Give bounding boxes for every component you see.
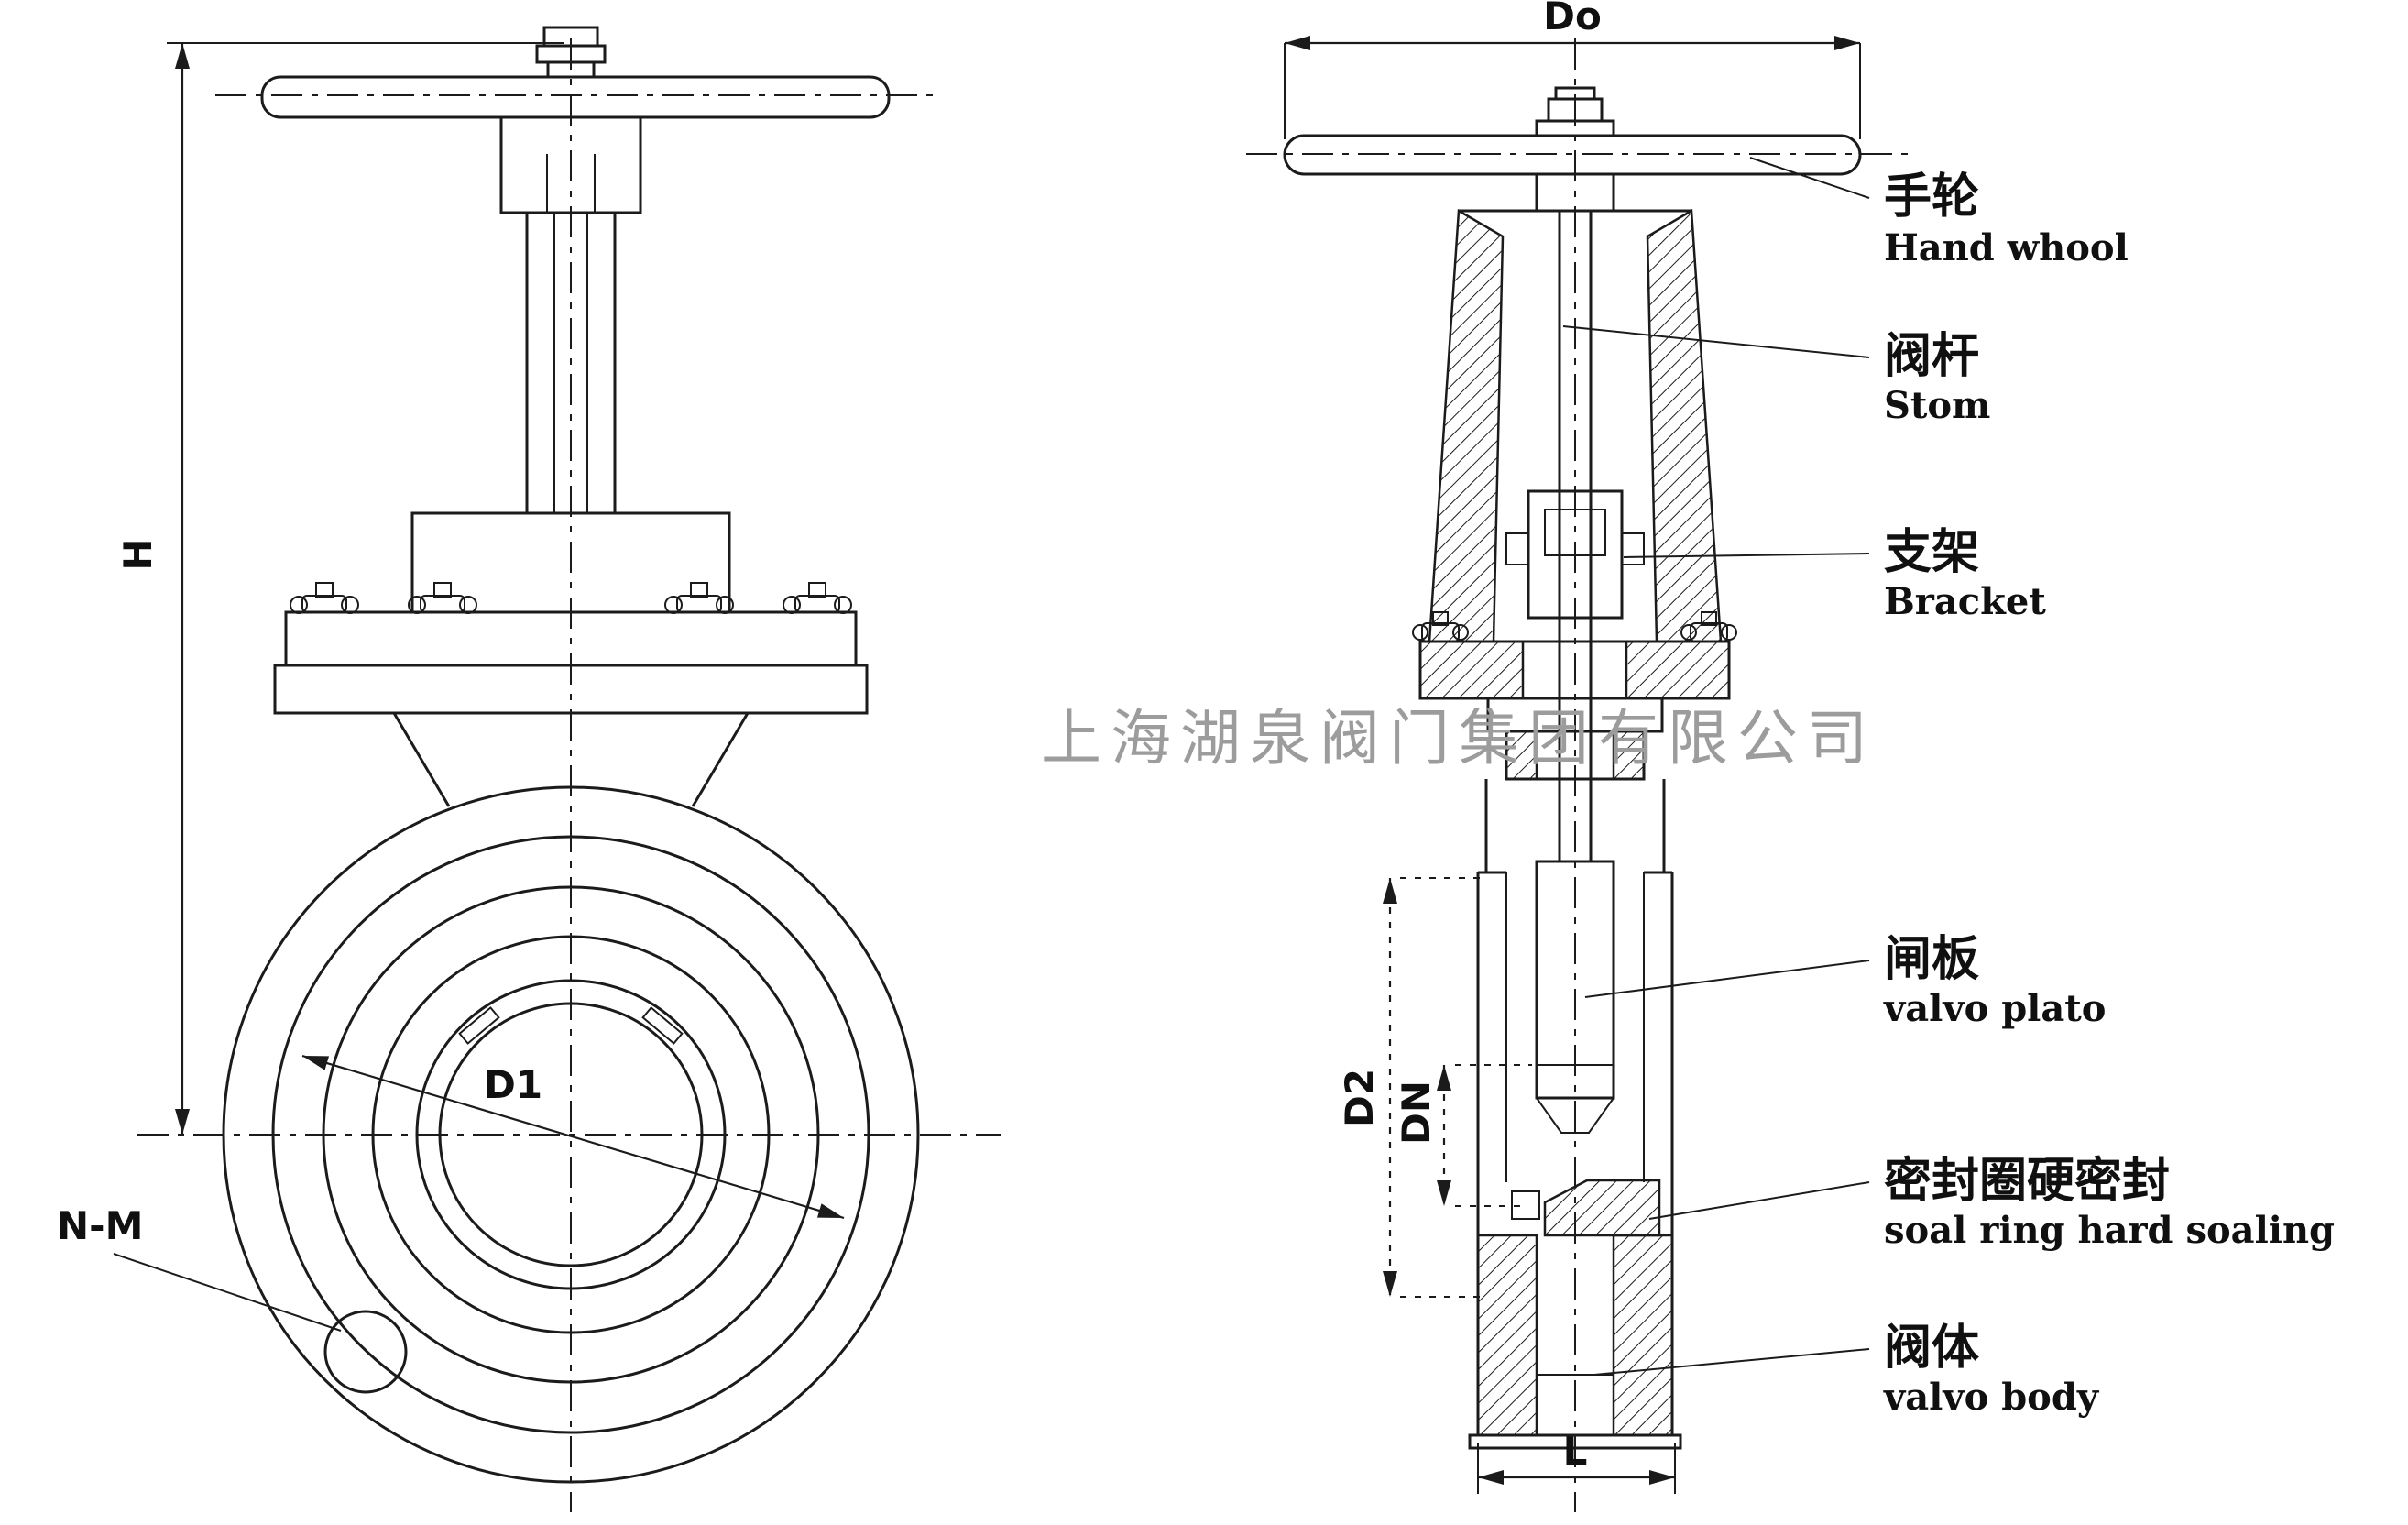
seal-ring — [1511, 1179, 1661, 1237]
leader-stem — [1562, 325, 1870, 358]
side-view: Do — [1246, 0, 1908, 1512]
callout-handwheel-zh: 手轮 — [1884, 170, 1979, 225]
callout-body-en: valvo body — [1883, 1376, 2100, 1419]
stem-nut-top — [535, 26, 607, 79]
dimension-Do: Do — [1284, 0, 1861, 139]
gate-plate — [1535, 860, 1615, 1134]
callout-stem-en: Stom — [1884, 384, 1990, 427]
callout-stem: 阀杆 Stom — [1884, 329, 1990, 427]
dim-label-D2: D2 — [1337, 1069, 1382, 1127]
wing-nut-bolt — [664, 582, 734, 614]
base-wing-nut — [1412, 611, 1469, 642]
callout-bracket-en: Bracket — [1884, 580, 2046, 623]
leader-body — [1593, 1348, 1870, 1376]
gate-guide-notch — [641, 1006, 684, 1045]
wing-nut-bolt — [408, 582, 477, 614]
callout-seal: 密封圈硬密封 soal ring hard soaling — [1884, 1154, 2335, 1252]
leader-gate — [1584, 960, 1870, 998]
watermark: 上海湖泉阀门集团有限公司 — [1041, 703, 1877, 773]
dimension-D2: D2 — [1337, 877, 1483, 1298]
bracket-base-plate — [1418, 640, 1731, 700]
callout-bracket-zh: 支架 — [1884, 525, 1979, 580]
callout-seal-zh: 密封圈硬密封 — [1884, 1154, 2170, 1209]
leader-bracket — [1623, 553, 1870, 558]
dimension-NM: N-M — [57, 1203, 342, 1332]
callout-gate-zh: 闸板 — [1884, 932, 1979, 987]
gate-guide-notch — [458, 1006, 500, 1045]
dim-label-Do: Do — [1543, 0, 1602, 38]
callout-handwheel-en: Hand whool — [1884, 226, 2129, 269]
handwheel-hub — [499, 115, 642, 214]
dim-label-NM: N-M — [57, 1203, 143, 1248]
callout-seal-en: soal ring hard soaling — [1884, 1209, 2335, 1252]
stem-front — [525, 213, 617, 513]
bracket — [1428, 208, 1723, 643]
neck-side — [1478, 779, 1672, 874]
dimension-H: H — [115, 42, 564, 1135]
callout-body: 阀体 valvo body — [1883, 1321, 2100, 1419]
dim-label-DN: DN — [1394, 1081, 1439, 1145]
base-wing-nut — [1680, 611, 1737, 642]
annotations: 上海湖泉阀门集团有限公司 手轮 Hand whool 阀杆 Stom 支架 Br… — [1041, 170, 2335, 1419]
gland-bolts — [290, 582, 852, 614]
stem-nut-block — [1505, 489, 1645, 620]
dimension-DN: DN — [1394, 1064, 1532, 1207]
stuffing-box — [1505, 730, 1646, 781]
callout-leaders — [1562, 157, 1870, 1376]
callout-bracket: 支架 Bracket — [1884, 525, 2046, 623]
body-bottom-edge — [1468, 1433, 1682, 1450]
callout-stem-zh: 阀杆 — [1884, 329, 1979, 384]
wing-nut-bolt — [290, 582, 359, 614]
leader-handwheel — [1749, 157, 1870, 199]
front-view: H D1 N-M — [57, 26, 1001, 1512]
callout-gate-en: valvo plato — [1883, 987, 2106, 1030]
dim-label-L: L — [1563, 1429, 1588, 1474]
body-section-hatch — [1468, 1234, 1682, 1450]
callout-gate: 闸板 valvo plato — [1883, 932, 2106, 1030]
dim-label-H: H — [115, 538, 160, 570]
stem-side — [1558, 211, 1593, 861]
callout-handwheel: 手轮 Hand whool — [1884, 170, 2129, 269]
lower-flange-plate — [273, 664, 869, 715]
body-neck — [392, 712, 750, 807]
leader-seal — [1648, 1181, 1870, 1220]
dim-label-D1: D1 — [484, 1062, 542, 1107]
handwheel-front — [260, 75, 891, 119]
dimension-L: L — [1477, 1429, 1676, 1494]
flange-bolt-hole — [323, 1310, 408, 1394]
callout-body-zh: 阀体 — [1884, 1321, 1979, 1376]
stem-nut-side — [1535, 86, 1615, 137]
wing-nut-bolt — [783, 582, 852, 614]
dimension-D1: D1 — [301, 1054, 845, 1220]
